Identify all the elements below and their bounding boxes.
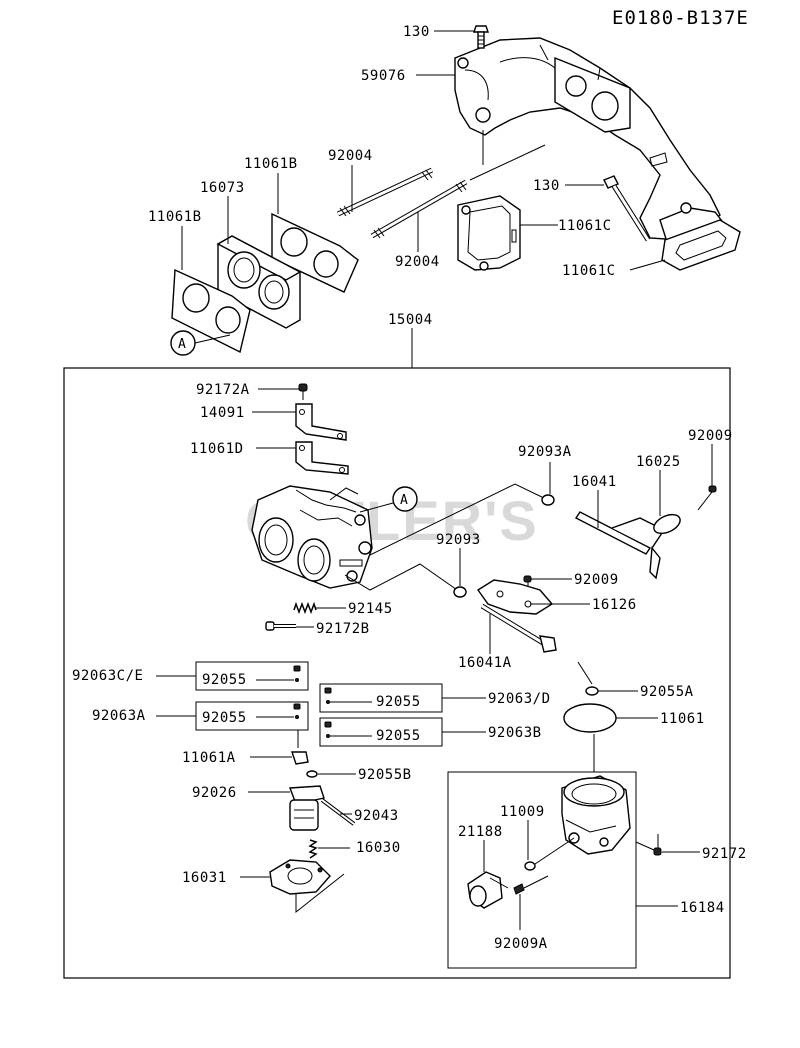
label-16030: 16030: [356, 840, 401, 856]
screw-92172b-icon: [265, 621, 296, 631]
gasket-11061c-lower: [661, 219, 741, 271]
label-92063a: 92063A: [92, 708, 146, 724]
label-92043: 92043: [354, 808, 399, 824]
label-92004-upper: 92004: [328, 148, 373, 164]
label-92004-lower: 92004: [395, 254, 440, 270]
washer-92093-icon: [453, 586, 467, 598]
diagram-code: E0180-B137E: [612, 7, 749, 29]
gasket-11061b-upper: [271, 212, 359, 293]
label-11061d: 11061D: [190, 441, 244, 457]
callout-a-left-text: A: [178, 337, 186, 352]
label-92093: 92093: [436, 532, 481, 548]
label-92055-box1: 92055: [202, 672, 247, 688]
label-92055-box3: 92055: [202, 710, 247, 726]
label-16073: 16073: [200, 180, 245, 196]
label-59076: 59076: [361, 68, 406, 84]
label-11061b-lower: 11061B: [148, 209, 202, 225]
plate-16025: [653, 513, 681, 535]
label-16041: 16041: [572, 474, 617, 490]
callout-a-center-text: A: [400, 493, 408, 508]
float-bowl: [561, 775, 631, 855]
float-chamber-box: [447, 771, 637, 969]
label-11061b-upper: 11061B: [244, 156, 298, 172]
label-11061: 11061: [660, 711, 705, 727]
label-11061c-lower: 11061C: [562, 263, 616, 279]
bolt-130-top-icon: [473, 25, 489, 49]
label-92009-mid: 92009: [574, 572, 619, 588]
solenoid-21188: [467, 871, 509, 909]
label-92063b: 92063B: [488, 725, 542, 741]
screw-92009a-icon: [513, 875, 549, 895]
label-16031: 16031: [182, 870, 227, 886]
screw-92172a-icon: [298, 383, 308, 400]
washer-11009-icon: [524, 861, 536, 871]
label-92145: 92145: [348, 601, 393, 617]
oring-92055b-icon: [306, 770, 318, 778]
label-92172a: 92172A: [196, 382, 250, 398]
label-92063d: 92063/D: [488, 691, 551, 707]
label-92009-top: 92009: [688, 428, 733, 444]
label-92172b: 92172B: [316, 621, 370, 637]
label-92055b: 92055B: [358, 767, 412, 783]
gasket-11061a-icon: [291, 751, 309, 765]
gasket-11061c-upper: [457, 195, 521, 271]
label-92093a: 92093A: [518, 444, 572, 460]
label-16184: 16184: [680, 900, 725, 916]
label-92063ce: 92063C/E: [72, 668, 143, 684]
label-15004: 15004: [388, 312, 433, 328]
label-11009: 11009: [500, 804, 545, 820]
gasket-11061: [563, 703, 617, 733]
insulator-16073: [216, 235, 302, 329]
gasket-11061d: [295, 441, 349, 475]
label-11061a: 11061A: [182, 750, 236, 766]
washer-92093a-icon: [541, 494, 555, 506]
label-130-top: 130: [403, 24, 430, 40]
stud-92004-upper-icon: [336, 167, 434, 217]
label-21188: 21188: [458, 824, 503, 840]
label-130-right: 130: [533, 178, 560, 194]
label-92055-box2: 92055: [376, 694, 421, 710]
label-92172: 92172: [702, 846, 747, 862]
stud-92004-lower-icon: [370, 179, 468, 239]
oring-92055a-icon: [585, 686, 599, 696]
label-92009a: 92009A: [494, 936, 548, 952]
spring-92145-icon: [293, 601, 317, 615]
pin-92043-icon: [320, 798, 356, 826]
carburetor-assy-box: [63, 367, 731, 979]
label-92055a: 92055A: [640, 684, 694, 700]
jet-icon-4: [324, 721, 332, 728]
carburetor-body: [251, 485, 373, 589]
gasket-11061b-lower: [171, 268, 251, 354]
label-92026: 92026: [192, 785, 237, 801]
spring-16030-icon: [308, 839, 318, 859]
bolt-130-right-icon: [603, 175, 651, 242]
label-11061c-upper: 11061C: [558, 218, 612, 234]
valve-92026: [289, 785, 325, 831]
screw-92009-top-icon: [697, 485, 717, 511]
label-16126: 16126: [592, 597, 637, 613]
label-16025: 16025: [636, 454, 681, 470]
jet-icon-2: [324, 687, 332, 694]
shaft-16041a: [480, 603, 557, 653]
bracket-14091: [295, 403, 347, 441]
callout-a-center: [392, 486, 418, 512]
jet-icon-3: [293, 703, 301, 710]
screw-92172-icon: [653, 834, 662, 856]
label-92055-box4: 92055: [376, 728, 421, 744]
jet-icon-1: [293, 665, 301, 672]
float-16031: [269, 859, 331, 895]
shaft-16041: [574, 511, 666, 580]
label-14091: 14091: [200, 405, 245, 421]
label-16041a: 16041A: [458, 655, 512, 671]
